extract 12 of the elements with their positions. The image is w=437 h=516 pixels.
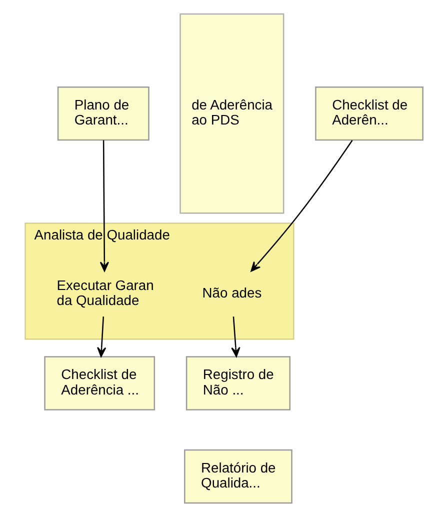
node-box: Plano de Garant... — [56, 86, 149, 140]
node-box: Registro de Não ... — [185, 356, 290, 410]
node-text: Executar Garan da Qualidade — [56, 276, 154, 308]
arrow — [250, 140, 352, 272]
node-box: Checklist de Aderên... — [314, 86, 423, 140]
arrow — [230, 316, 240, 357]
arrow — [96, 316, 106, 357]
node-box: Relatório de Qualida... — [184, 448, 292, 504]
arrow — [99, 140, 109, 272]
node-text: Não ades — [202, 284, 262, 300]
node-box: de Aderência ao PDS — [179, 12, 284, 214]
node-box: Checklist de Aderência ... — [44, 356, 155, 410]
